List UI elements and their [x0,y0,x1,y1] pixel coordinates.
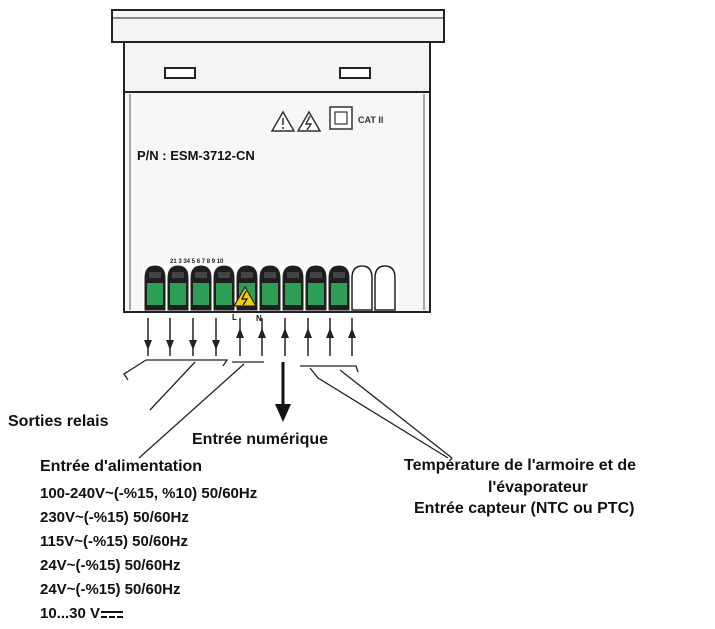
category-rating: CAT II [358,115,383,125]
front-bezel [111,9,445,43]
output-arrow [166,318,174,356]
power-input-pointer-line [138,363,245,459]
power-input-label: Entrée d'alimentation [40,458,203,475]
input-arrow [304,318,312,356]
screw-terminal [213,265,235,311]
output-arrow [144,318,152,356]
screw-terminal [305,265,327,311]
input-arrow [281,318,289,356]
relay-outputs-bracket [146,359,229,367]
power-option-5: 24V~(-%15) 50/60Hz [40,581,181,598]
screw-terminal [282,265,304,311]
digital-input-label: Entrée numérique [192,431,329,448]
sensor-label-line-2: l'évaporateur [488,479,588,496]
dc-symbol-icon [101,609,124,619]
part-number: P/N : ESM-3712-CN [137,148,255,163]
relay-pointer-line-a [123,359,147,381]
screw-terminal [328,265,350,311]
sensor-label-line-1: Température de l'armoire et de [404,457,637,474]
sensor-type-label: Entrée capteur (NTC ou PTC) [414,500,635,517]
power-option-3: 115V~(-%15) 50/60Hz [40,533,189,550]
input-arrow [236,318,244,356]
upper-housing [123,41,431,93]
screw-terminal [144,265,166,311]
input-arrow [348,318,356,356]
relay-pointer-line-b [149,361,196,411]
digital-input-arrow [275,362,291,422]
double-insulation-icon [329,106,353,130]
electric-shock-warning-icon [296,110,322,132]
terminal-numbers: 21 3 34 5 6 7 8 9 10 [170,259,224,265]
input-arrow [326,318,334,356]
high-voltage-warning-icon [232,285,258,307]
input-arrow [258,318,266,356]
screw-terminal [167,265,189,311]
sensor-pointer-line-b [339,369,453,459]
unused-terminal [351,265,373,311]
warning-triangle-icon [270,110,296,132]
mounting-clip-slot-right [339,67,371,79]
relay-outputs-label: Sorties relais [8,413,109,430]
sensor-input-bracket [300,365,359,373]
unused-terminal [374,265,396,311]
screw-terminal [190,265,212,311]
power-option-6: 10...30 V [40,604,124,624]
terminal-block: L N [143,264,399,323]
neutral-terminal-label: N [256,314,262,323]
power-option-6-text: 10...30 V [40,605,101,622]
output-arrow [189,318,197,356]
power-option-1: 100-240V~(-%15, %10) 50/60Hz [40,485,258,502]
output-arrow [212,318,220,356]
screw-terminal [259,265,281,311]
sensor-pointer-line-a [309,367,449,459]
terminal-arrows [144,318,356,356]
power-option-2: 230V~(-%15) 50/60Hz [40,509,189,526]
mounting-clip-slot-left [164,67,196,79]
live-terminal-label: L [232,313,237,322]
power-option-4: 24V~(-%15) 50/60Hz [40,557,181,574]
